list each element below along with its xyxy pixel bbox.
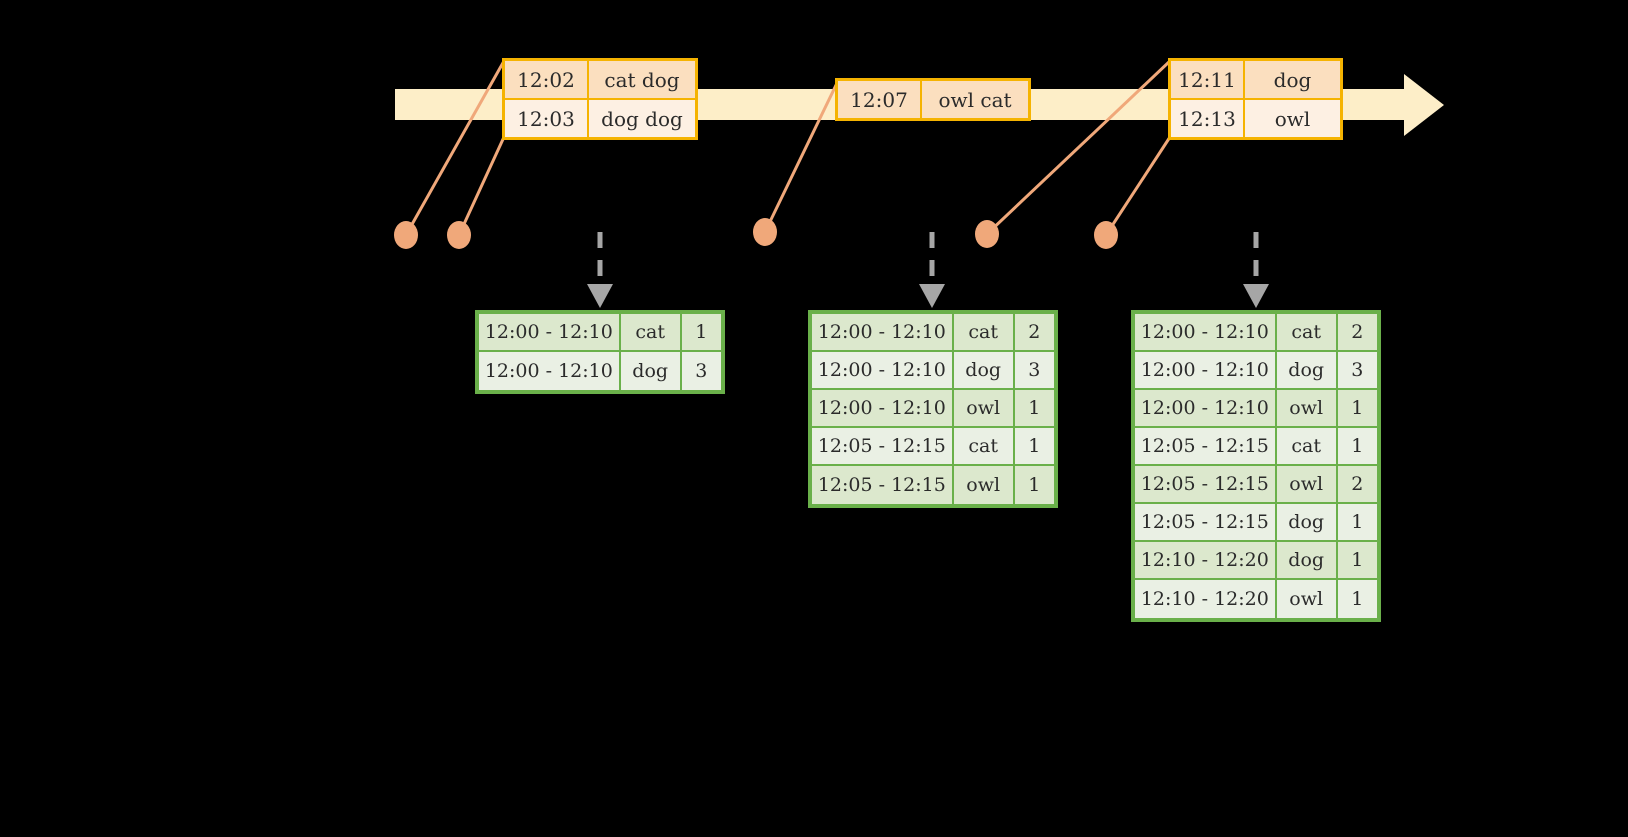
event-timestamp: 12:02 — [505, 61, 589, 98]
count-cell: 3 — [681, 352, 722, 390]
count-cell: 1 — [1337, 504, 1378, 542]
word-key-cell: owl — [1276, 466, 1338, 504]
dashed-arrow-head-icon — [919, 284, 945, 308]
count-cell: 1 — [1337, 542, 1378, 580]
event-dot-icon — [975, 220, 999, 248]
window-range-cell: 12:05 - 12:15 — [1135, 428, 1277, 466]
event-connector-line — [404, 60, 506, 236]
word-key-cell: dog — [953, 352, 1015, 390]
word-key-cell: cat — [620, 314, 682, 352]
count-cell: 2 — [1337, 314, 1378, 352]
window-range-cell: 12:00 - 12:10 — [812, 352, 954, 390]
count-cell: 3 — [1337, 352, 1378, 390]
event-dot-icon — [753, 218, 777, 246]
count-cell: 1 — [1337, 428, 1378, 466]
count-cell: 2 — [1337, 466, 1378, 504]
word-key-cell: owl — [953, 390, 1015, 428]
event-dot-icon — [1094, 221, 1118, 249]
window-range-cell: 12:00 - 12:10 — [479, 352, 621, 390]
event-dot-icon — [394, 221, 418, 249]
timeline-arrowhead-icon — [1404, 74, 1444, 136]
word-key-cell: dog — [1276, 504, 1338, 542]
event-timestamp: 12:13 — [1171, 100, 1245, 137]
window-range-cell: 12:00 - 12:10 — [479, 314, 621, 352]
window-range-cell: 12:05 - 12:15 — [812, 428, 954, 466]
event-timestamp: 12:03 — [505, 100, 589, 137]
event-words: cat dog — [589, 61, 695, 98]
count-cell: 1 — [1014, 466, 1055, 504]
word-key-cell: cat — [953, 314, 1015, 352]
window-range-cell: 12:05 - 12:15 — [1135, 466, 1277, 504]
word-key-cell: owl — [1276, 390, 1338, 428]
event-words: owl cat — [922, 81, 1028, 118]
window-range-cell: 12:00 - 12:10 — [1135, 390, 1277, 428]
event-connector-line — [457, 136, 506, 236]
event-words: owl — [1245, 100, 1340, 137]
word-key-cell: owl — [953, 466, 1015, 504]
word-key-cell: cat — [1276, 428, 1338, 466]
window-range-cell: 12:05 - 12:15 — [1135, 504, 1277, 542]
window-range-cell: 12:00 - 12:10 — [812, 314, 954, 352]
window-range-cell: 12:10 - 12:20 — [1135, 542, 1277, 580]
dashed-arrow-head-icon — [1243, 284, 1269, 308]
event-dot-icon — [447, 221, 471, 249]
word-key-cell: dog — [1276, 352, 1338, 390]
count-cell: 1 — [1337, 390, 1378, 428]
window-range-cell: 12:00 - 12:10 — [1135, 314, 1277, 352]
window-range-cell: 12:05 - 12:15 — [812, 466, 954, 504]
word-key-cell: cat — [1276, 314, 1338, 352]
word-key-cell: owl — [1276, 580, 1338, 618]
event-timestamp: 12:11 — [1171, 61, 1245, 98]
count-cell: 2 — [1014, 314, 1055, 352]
window-range-cell: 12:00 - 12:10 — [1135, 352, 1277, 390]
count-cell: 3 — [1014, 352, 1055, 390]
window-range-cell: 12:10 - 12:20 — [1135, 580, 1277, 618]
count-cell: 1 — [681, 314, 722, 352]
event-dots — [394, 218, 1118, 249]
word-key-cell: dog — [620, 352, 682, 390]
event-words: dog dog — [589, 100, 695, 137]
word-key-cell: dog — [1276, 542, 1338, 580]
count-cell: 1 — [1014, 428, 1055, 466]
window-range-cell: 12:00 - 12:10 — [812, 390, 954, 428]
count-cell: 1 — [1337, 580, 1378, 618]
dashed-arrow-head-icon — [587, 284, 613, 308]
event-timestamp: 12:07 — [838, 81, 922, 118]
event-words: dog — [1245, 61, 1340, 98]
dashed-down-arrows — [587, 232, 1269, 308]
event-connector-line — [1104, 136, 1172, 236]
count-cell: 1 — [1014, 390, 1055, 428]
word-key-cell: cat — [953, 428, 1015, 466]
